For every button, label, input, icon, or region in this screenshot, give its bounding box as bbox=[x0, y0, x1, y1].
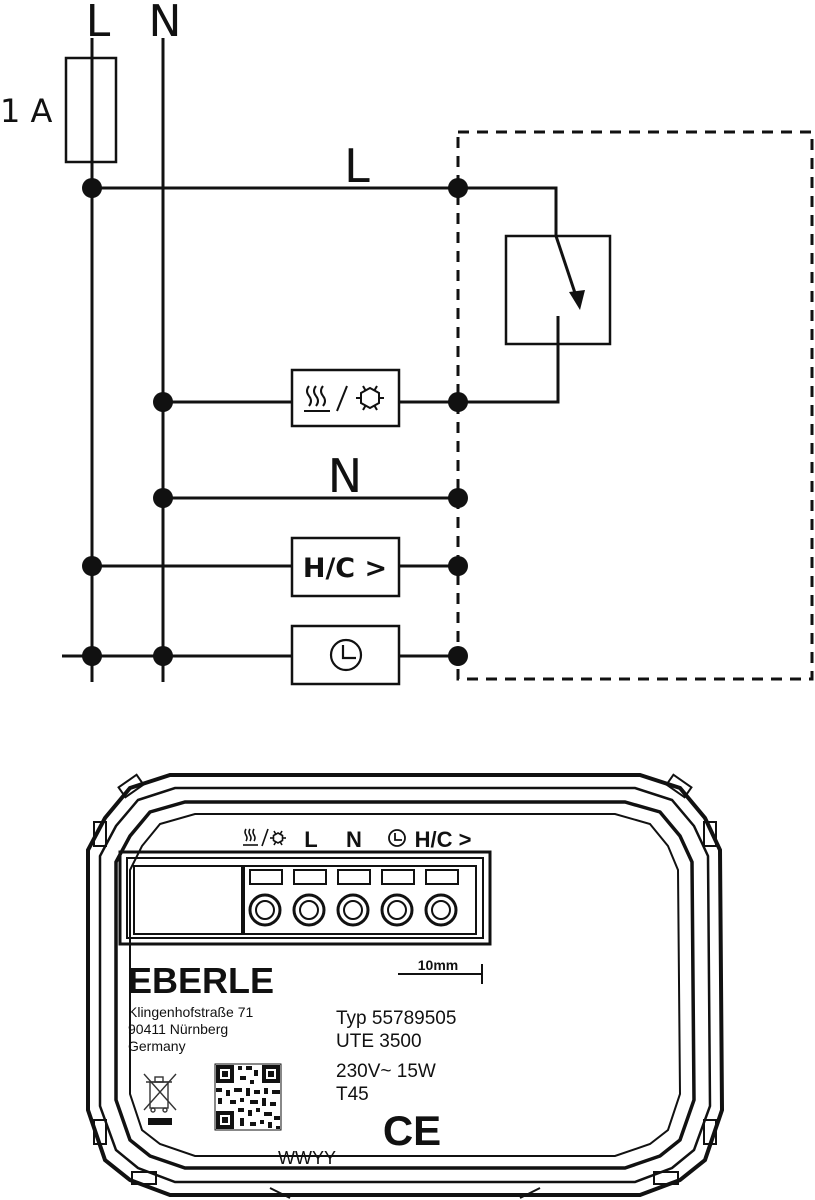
power-rating: 230V~ 15W bbox=[336, 1061, 436, 1082]
housing-ring-3 bbox=[129, 813, 682, 1157]
relay-wire-top bbox=[458, 186, 558, 236]
temperature-rating: T45 bbox=[336, 1084, 369, 1105]
terminal-screw bbox=[292, 893, 326, 927]
fuse-box bbox=[64, 56, 118, 164]
terminal-label-n: N bbox=[346, 827, 362, 852]
label-top-l: L bbox=[86, 0, 111, 47]
housing-tab bbox=[93, 821, 107, 847]
address-line-3: Germany bbox=[128, 1038, 186, 1054]
terminal-screw bbox=[336, 893, 370, 927]
address-line-1: Klingenhofstraße 71 bbox=[128, 1004, 254, 1020]
type-number: Typ 55789505 bbox=[336, 1008, 456, 1029]
housing-notch bbox=[269, 1187, 291, 1199]
heat-cool-box bbox=[290, 368, 401, 428]
terminal-screw bbox=[299, 900, 319, 920]
junction-dot bbox=[153, 646, 173, 666]
terminal-screw bbox=[387, 900, 407, 920]
junction-dot bbox=[448, 178, 468, 198]
junction-dot bbox=[153, 392, 173, 412]
device-housing bbox=[86, 773, 725, 1199]
terminal-frame-inner bbox=[126, 857, 484, 939]
junction-dot bbox=[448, 488, 468, 508]
housing-tab bbox=[703, 821, 717, 847]
terminal-slots bbox=[249, 869, 459, 885]
junction-dot bbox=[153, 488, 173, 508]
date-code: WWYY bbox=[278, 1148, 336, 1168]
junction-dots bbox=[82, 178, 468, 666]
terminal-screw bbox=[431, 900, 451, 920]
housing-ring-2 bbox=[114, 800, 696, 1170]
hc-box bbox=[290, 536, 401, 598]
scale-label: 10mm bbox=[418, 957, 458, 973]
terminal-screw bbox=[343, 900, 363, 920]
housing-tab bbox=[117, 773, 145, 799]
junction-dot bbox=[82, 178, 102, 198]
housing-tab bbox=[131, 1171, 157, 1185]
scale-bar bbox=[398, 964, 483, 984]
terminal-screw bbox=[424, 893, 458, 927]
terminal-screw bbox=[248, 893, 282, 927]
terminal-frame-outer bbox=[118, 850, 492, 946]
terminal-screw bbox=[255, 900, 275, 920]
ce-mark: CE bbox=[383, 1107, 441, 1154]
qr-code-icon bbox=[214, 1063, 282, 1131]
junction-dot bbox=[448, 392, 468, 412]
terminal-screw-strip bbox=[243, 865, 477, 935]
label-bus-n: N bbox=[328, 449, 362, 503]
address-line-2: 90411 Nürnberg bbox=[128, 1021, 228, 1037]
label-fuse: 1 A bbox=[0, 92, 53, 130]
junction-dot bbox=[448, 646, 468, 666]
terminal-label-hc: H/C > bbox=[415, 827, 472, 852]
model-name: UTE 3500 bbox=[336, 1031, 422, 1052]
housing-tab bbox=[665, 773, 693, 799]
terminal-screws bbox=[248, 893, 458, 927]
weee-bin-icon bbox=[143, 1073, 177, 1125]
device-boundary bbox=[456, 130, 814, 681]
terminal-clock-icon bbox=[388, 829, 406, 847]
junction-dot bbox=[82, 556, 102, 576]
clock-box bbox=[290, 624, 401, 686]
junction-dot bbox=[448, 556, 468, 576]
housing-tab bbox=[93, 1119, 107, 1145]
housing-tab bbox=[703, 1119, 717, 1145]
terminal-block bbox=[118, 850, 492, 946]
switch-arrow-head bbox=[569, 290, 585, 310]
brand-name: EBERLE bbox=[128, 960, 274, 1001]
terminal-heat-cool-icon bbox=[243, 828, 286, 847]
housing-notch bbox=[519, 1187, 541, 1199]
clock-icon bbox=[329, 638, 363, 672]
relay-wire-bottom bbox=[458, 316, 560, 404]
label-top-n: N bbox=[149, 0, 182, 47]
schematic bbox=[62, 38, 814, 686]
heat-cool-icon bbox=[304, 385, 384, 412]
label-bus-l: L bbox=[344, 139, 370, 193]
terminal-label-l: L bbox=[304, 827, 317, 852]
label-hc-box: H/C > bbox=[303, 553, 387, 584]
terminal-blank-area bbox=[133, 865, 243, 935]
housing-tab bbox=[653, 1171, 679, 1185]
switch-contact bbox=[554, 235, 578, 297]
junction-dot bbox=[82, 646, 102, 666]
housing-ring-1 bbox=[98, 786, 712, 1184]
terminal-screw bbox=[380, 893, 414, 927]
